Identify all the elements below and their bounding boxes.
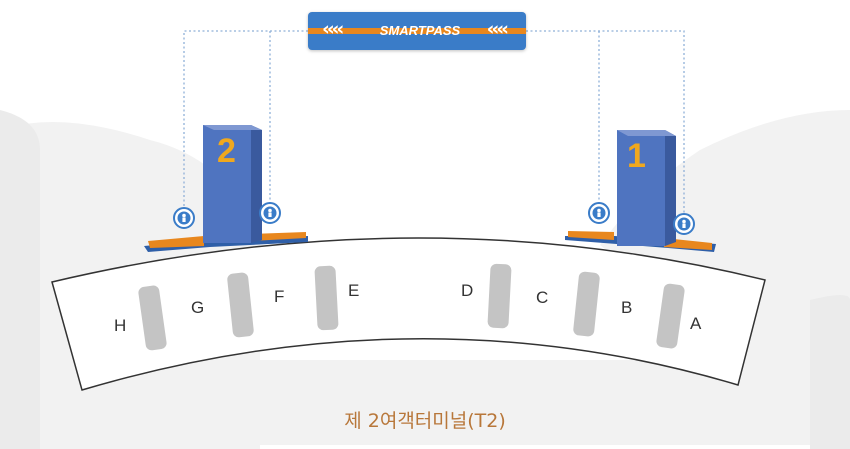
checkin-islands bbox=[138, 263, 685, 351]
departure-gate-1 bbox=[565, 130, 716, 252]
smartpass-banner: ‹‹‹‹ SMARTPASS ‹‹‹‹ bbox=[308, 12, 526, 50]
smartpass-scanner-icon bbox=[588, 202, 610, 224]
counter-island-g bbox=[227, 272, 254, 338]
counter-label-e: E bbox=[348, 281, 360, 300]
counter-island-b bbox=[656, 283, 685, 349]
banner-stripe bbox=[308, 28, 526, 34]
smartpass-connection-lines bbox=[183, 30, 685, 215]
gate-1-number: 1 bbox=[627, 137, 646, 175]
counter-label-g: G bbox=[191, 298, 205, 317]
smartpass-label: SMARTPASS bbox=[379, 23, 461, 38]
counter-label-a: A bbox=[690, 314, 702, 333]
right-chevrons-icon: ‹‹‹‹ bbox=[486, 18, 509, 40]
counter-island-d bbox=[487, 263, 512, 329]
left-chevrons-icon: ‹‹‹‹ bbox=[322, 18, 344, 40]
terminal-name: 제 2여객터미널(T2) bbox=[344, 410, 506, 432]
smartpass-scanners bbox=[173, 202, 695, 235]
smartpass-scanner-icon bbox=[173, 207, 195, 229]
gate-2-number: 2 bbox=[217, 132, 236, 170]
counter-label-f: F bbox=[274, 287, 285, 306]
counter-island-c bbox=[573, 271, 600, 337]
counter-label-h: H bbox=[114, 316, 127, 335]
counter-label-c: C bbox=[536, 288, 549, 307]
counter-island-f bbox=[314, 265, 339, 331]
counter-label-b: B bbox=[621, 298, 633, 317]
departure-gate-2 bbox=[144, 125, 308, 252]
smartpass-scanner-icon bbox=[259, 202, 281, 224]
counter-island-h bbox=[138, 285, 167, 351]
counter-label-d: D bbox=[461, 281, 474, 300]
smartpass-scanner-icon bbox=[673, 213, 695, 235]
